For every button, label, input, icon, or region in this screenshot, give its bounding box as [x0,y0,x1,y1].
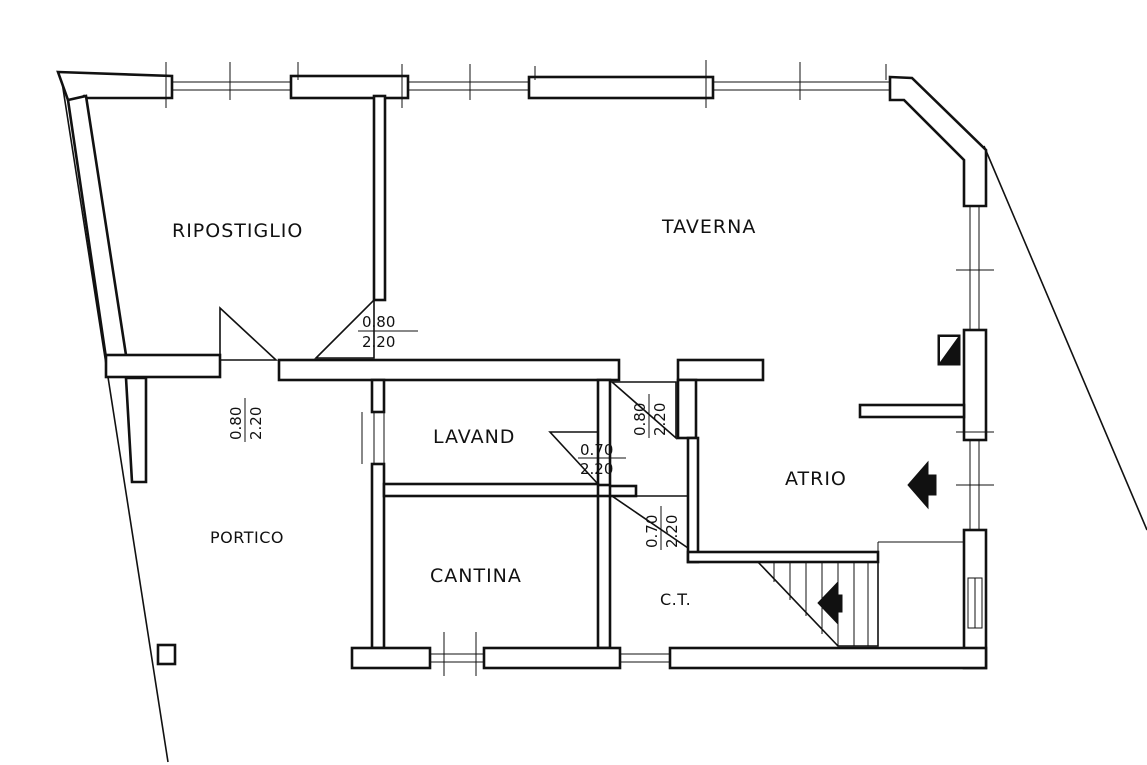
door-dim-ripostiglio-taverna: 0.80 2.20 [358,313,418,351]
right-wall [888,75,994,670]
door-height-label: 2.20 [362,333,395,351]
room-cantina: CANTINA [430,565,522,587]
room-portico: PORTICO [210,528,284,547]
column-icon [156,643,177,666]
door-height-label: 2.20 [663,515,681,548]
property-boundary [61,81,1147,763]
door-height-label: 2.20 [651,403,669,436]
door-width-label: 0.80 [227,407,245,440]
entry-arrow-icon [907,460,937,510]
door-height-label: 2.20 [247,407,265,440]
room-lavand: LAVAND [433,426,515,448]
interior-walls [277,94,988,676]
room-ct: C.T. [660,590,691,609]
door-swings [219,298,689,550]
door-width-label: 0.80 [362,313,395,331]
door-width-label: 0.80 [631,403,649,436]
door-width-label: 0.70 [643,515,661,548]
door-dim-ct-atrio: 0.70 2.20 [643,506,681,550]
room-ripostiglio: RIPOSTIGLIO [172,220,303,242]
door-dim-taverna-ct: 0.80 2.20 [631,394,669,438]
room-taverna: TAVERNA [661,216,756,238]
door-height-label: 2.20 [580,460,613,478]
left-wall [66,94,222,484]
staircase [756,541,964,647]
room-atrio: ATRIO [785,468,847,490]
door-dim-lavand: 0.70 2.20 [578,441,626,478]
door-dim-ripostiglio-portico: 0.80 2.20 [227,398,265,442]
entry-arrows [817,334,961,626]
top-wall [56,60,890,108]
stair-arrow-icon [817,580,843,626]
door-width-label: 0.70 [580,441,613,459]
